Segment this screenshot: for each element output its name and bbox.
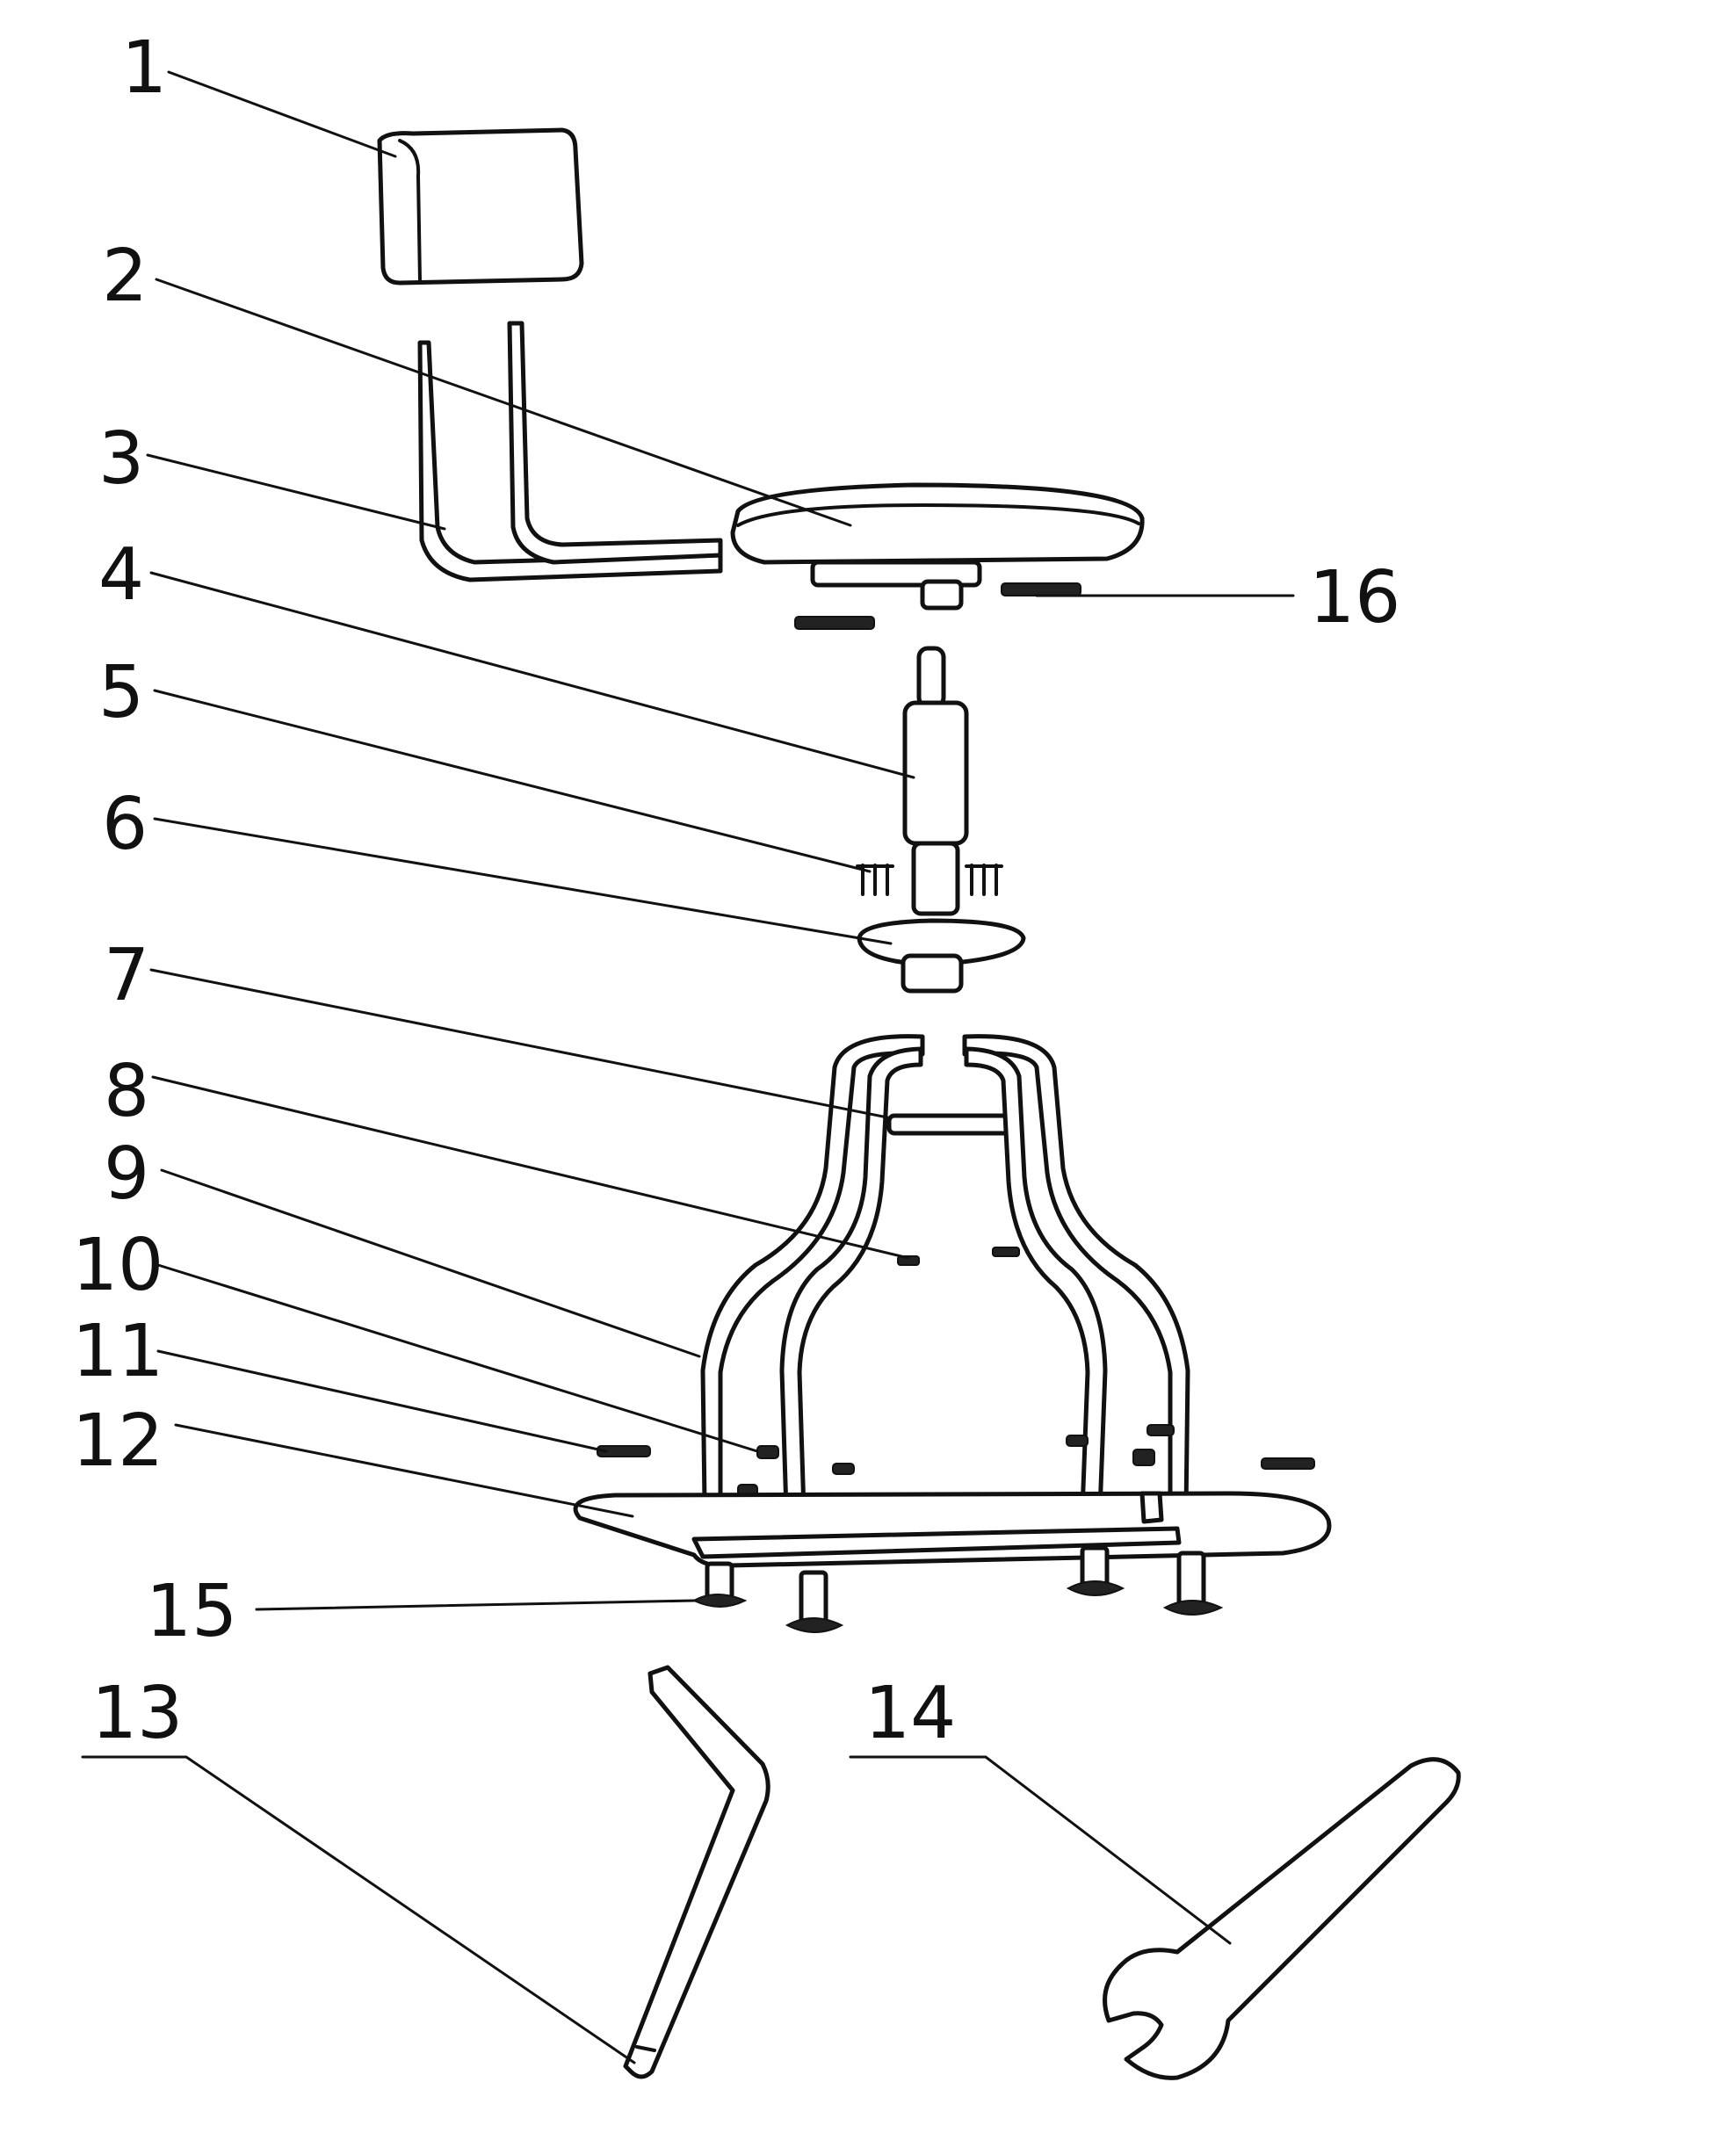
callout-14: 14 [864, 1672, 956, 1755]
leader-3 [146, 453, 446, 531]
callout-1: 1 [121, 26, 167, 110]
part-screws [856, 864, 1003, 896]
part-foot-base [573, 1491, 1332, 1568]
callout-labels: 1 2 3 4 5 6 7 8 9 10 11 12 13 14 15 16 [72, 26, 1400, 1755]
callout-16: 16 [1309, 556, 1400, 640]
leader-5 [153, 689, 872, 873]
callout-4: 4 [98, 533, 144, 617]
callout-3: 3 [98, 417, 144, 501]
callout-11: 11 [72, 1310, 163, 1393]
leader-8 [151, 1075, 910, 1260]
leader-12 [174, 1423, 634, 1518]
part-hex-key [623, 1665, 770, 2079]
callout-6: 6 [102, 783, 148, 866]
leader-1 [167, 70, 397, 158]
part-wrench [1103, 1757, 1461, 2080]
leader-10 [156, 1263, 759, 1453]
part-legs [700, 1034, 1190, 1514]
leader-6 [153, 817, 893, 945]
leader-15 [255, 1599, 696, 1611]
callout-13: 13 [91, 1672, 183, 1755]
leader-11 [156, 1349, 608, 1453]
callout-2: 2 [102, 235, 148, 318]
part-seat [730, 482, 1145, 565]
part-base-plate [857, 918, 1026, 994]
part-gas-lift [902, 646, 969, 916]
part-fasteners [597, 1424, 1315, 1498]
part-small-bolts [897, 1247, 1020, 1266]
leader-13 [81, 1755, 636, 2064]
leader-lines [81, 70, 1295, 2064]
callout-15: 15 [146, 1570, 237, 1653]
callout-7: 7 [104, 934, 149, 1017]
leader-7 [149, 968, 889, 1119]
part-backrest-bracket [417, 321, 723, 582]
part-leg-feet [691, 1545, 1224, 1633]
part-seat-plate [794, 560, 1081, 630]
leader-14 [849, 1755, 1232, 1945]
callout-9: 9 [104, 1132, 149, 1216]
part-frame-ring [886, 1113, 1015, 1136]
callout-5: 5 [98, 651, 144, 734]
leader-4 [149, 571, 915, 779]
part-backrest-pad [377, 127, 584, 286]
callout-12: 12 [72, 1399, 163, 1483]
callout-8: 8 [104, 1050, 149, 1133]
leader-9 [160, 1168, 701, 1358]
leader-2 [155, 278, 852, 527]
callout-10: 10 [72, 1224, 163, 1307]
